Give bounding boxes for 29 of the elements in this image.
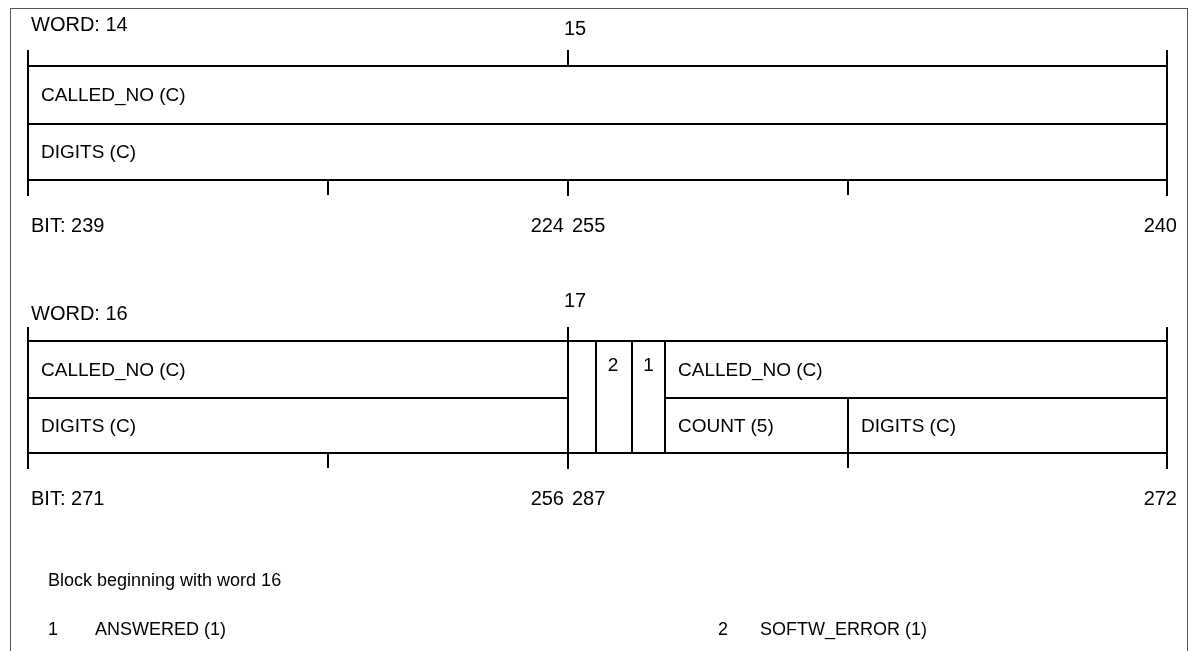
bit-label: 272 [1143,488,1177,508]
field-box [27,65,1168,125]
bit-label: 224 [530,215,564,235]
bit-label: 287 [572,488,606,508]
note-text: 2 [718,620,728,638]
note-text: SOFTW_ERROR (1) [760,620,927,638]
field-name: CALLED_NO (C) [678,358,823,381]
field-name: CALLED_NO (C) [41,358,186,381]
bit-label: 17 [564,290,587,310]
field-name: DIGITS (C) [41,414,136,437]
bit-label: BIT: 239 [31,215,105,235]
note-text: 1 [48,620,58,638]
field-name: COUNT (5) [678,414,774,437]
field-name: DIGITS (C) [861,414,956,437]
field-name: DIGITS (C) [41,141,136,163]
field-name: CALLED_NO (C) [41,84,186,106]
bit-label: 256 [530,488,564,508]
note-text: Block beginning with word 16 [48,571,282,589]
note-text: ANSWERED (1) [95,620,226,638]
empty-field-box [567,340,597,454]
bit-label: WORD: 14 [31,14,128,34]
field-name: 2 [607,354,619,376]
bit-label: BIT: 271 [31,488,105,508]
field-name: 1 [643,354,654,376]
bit-label: 240 [1143,215,1177,235]
field-box [27,123,1168,181]
bit-label: WORD: 16 [31,303,128,323]
bit-label: 255 [572,215,606,235]
bit-label: 15 [564,18,587,38]
